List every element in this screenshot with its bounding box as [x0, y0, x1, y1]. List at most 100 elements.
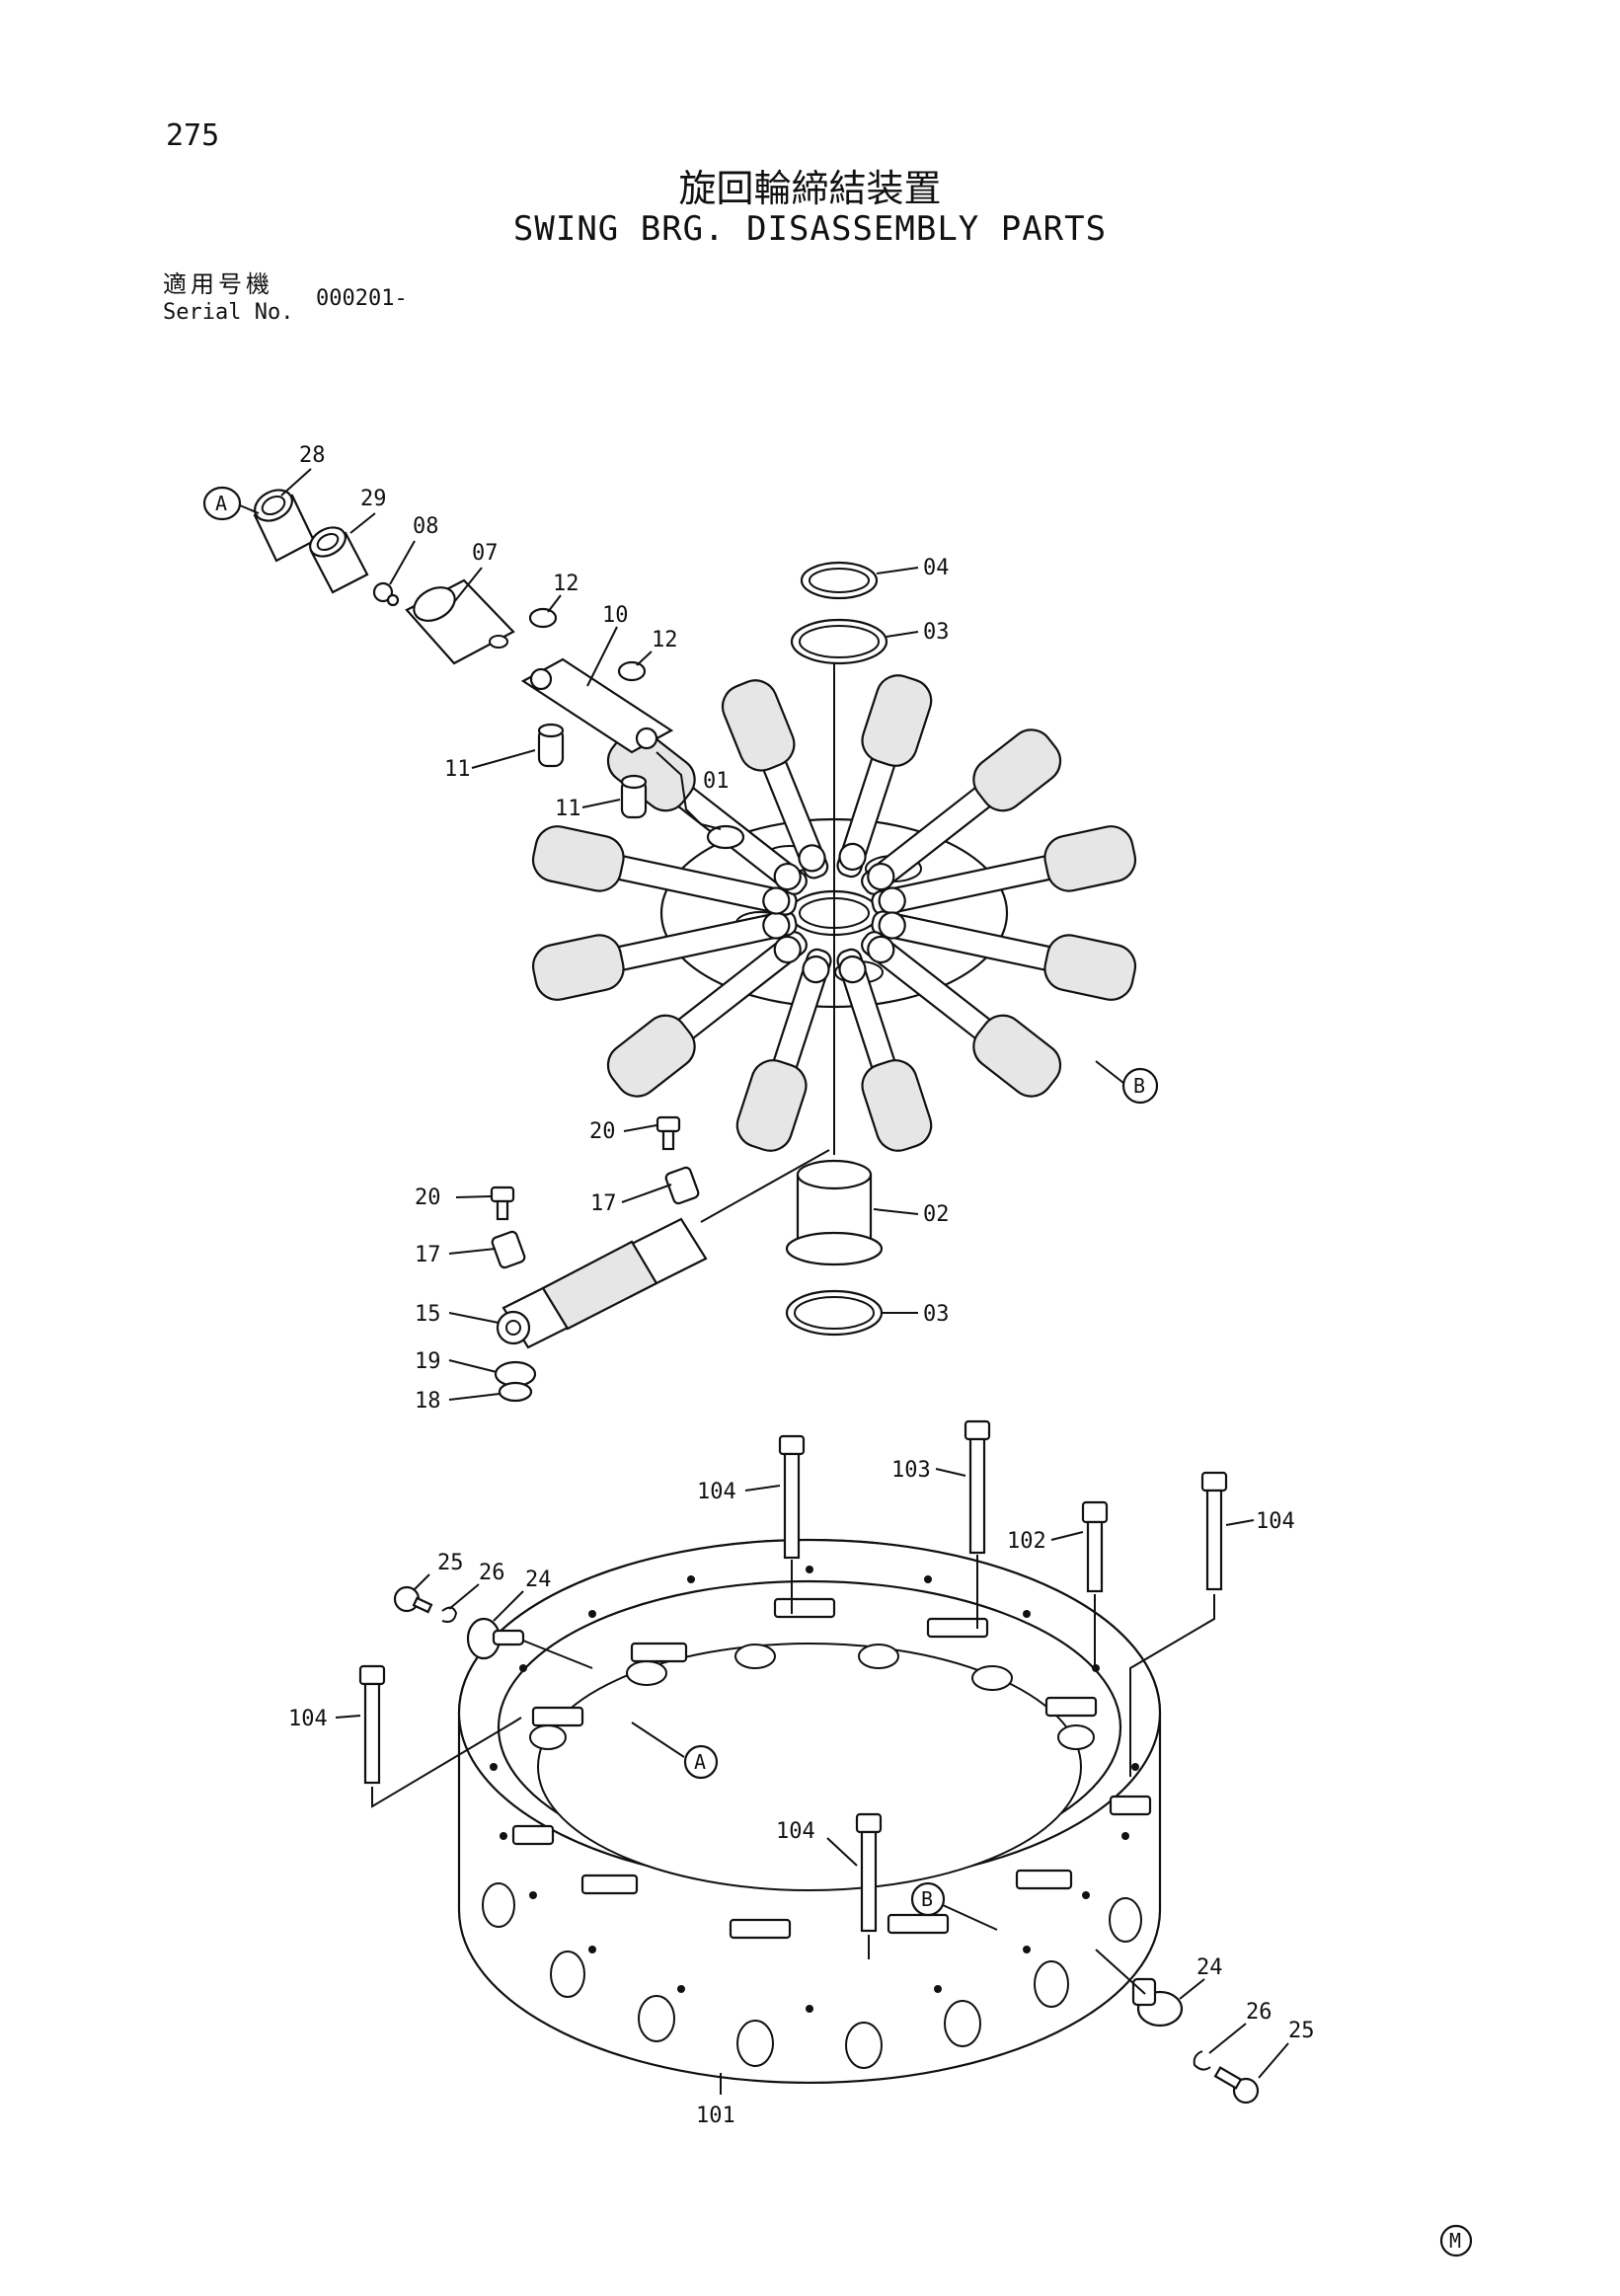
callout-25: 25 [1288, 2019, 1315, 2043]
part-101-swing-bearing-ring [457, 1538, 1162, 2085]
cylinder-arm [836, 948, 933, 1152]
page-title-english: SWING BRG. DISASSEMBLY PARTS [512, 209, 1108, 249]
leader-cylinder-to-hub [700, 1149, 830, 1223]
callout-24: 24 [525, 1568, 552, 1592]
leader-a-ring [631, 1722, 685, 1758]
callout-15: 15 [415, 1302, 441, 1327]
callout-20: 20 [589, 1119, 616, 1144]
serial-label-japanese: 適用号機 [163, 270, 273, 298]
callout-10: 10 [602, 603, 629, 628]
callout-19: 19 [415, 1349, 441, 1374]
callout-01: 01 [703, 769, 730, 794]
part-08-grease-nipple [372, 581, 400, 607]
part-24-pin [466, 1617, 525, 1660]
page-mark-circle [1439, 2224, 1473, 2258]
part-17-lock-plate [664, 1166, 700, 1205]
part-26-clip [441, 1606, 458, 1623]
callout-102: 102 [1007, 1529, 1046, 1554]
bolt-axis-line [1129, 1594, 1215, 1777]
callout-leaders [280, 468, 1289, 2095]
part-18-washer [498, 1381, 533, 1403]
part-29-bushing [309, 526, 369, 594]
leader-to-01 [656, 751, 722, 830]
reference-circle-b [1121, 1067, 1159, 1105]
callout-02: 02 [923, 1202, 950, 1227]
cylinder-arm [531, 910, 798, 1001]
callout-26: 26 [1246, 2000, 1273, 2025]
part-01-washer [706, 824, 745, 850]
reference-letter-b: B [1133, 1074, 1145, 1098]
part-15-cylinder [496, 1217, 708, 1349]
part-104-bolt [855, 1812, 883, 1933]
callout-03: 03 [923, 1302, 950, 1327]
reference-circle-a [683, 1744, 719, 1780]
callout-04: 04 [923, 556, 950, 580]
callout-28: 28 [299, 443, 326, 468]
part-26-clip [1193, 2050, 1211, 2071]
callout-104: 104 [288, 1707, 328, 1731]
part-07-pin [405, 578, 515, 665]
leader-24-to-ring [522, 1640, 593, 1669]
part-03-seal-ring-inner [799, 625, 880, 658]
callout-17: 17 [590, 1191, 617, 1216]
callout-104: 104 [776, 1819, 815, 1844]
part-104-bolt [358, 1664, 386, 1785]
callout-17: 17 [415, 1243, 441, 1267]
part-25-bolt [1213, 2066, 1260, 2105]
callout-03: 03 [923, 620, 950, 645]
callout-18: 18 [415, 1389, 441, 1414]
leader-24-to-ring [1095, 1949, 1146, 1995]
part-11-pin [620, 774, 648, 819]
part-17-lock-plate [491, 1230, 526, 1269]
part-10-link-plate [520, 657, 674, 754]
part-02-flanged-bushing [785, 1159, 884, 1266]
callout-29: 29 [360, 487, 387, 511]
leader-b-hub [1095, 1060, 1124, 1084]
page-title-japanese: 旋回輪締結装置 [678, 167, 942, 210]
callout-07: 07 [472, 541, 499, 566]
callout-104: 104 [697, 1480, 736, 1504]
reference-letter-b: B [921, 1887, 933, 1911]
part-104-bolt [778, 1434, 806, 1560]
cylinder-arm [861, 931, 1062, 1098]
cylinder-arm [861, 728, 1062, 895]
part-11-pin [537, 723, 565, 768]
callout-24: 24 [1196, 1955, 1223, 1980]
callout-11: 11 [444, 757, 471, 782]
callout-26: 26 [479, 1561, 505, 1585]
part-25-bolt [393, 1585, 433, 1614]
part-12-snap-ring [528, 607, 558, 629]
part-20-bolt [490, 1186, 515, 1221]
callout-08: 08 [413, 514, 439, 539]
leader-a-hub [239, 504, 260, 514]
callout-12: 12 [652, 628, 678, 652]
reference-circle-b [910, 1881, 946, 1917]
callout-20: 20 [415, 1186, 441, 1210]
part-28-bushing [253, 489, 316, 563]
callout-101: 101 [696, 2104, 735, 2128]
page-mark: M [1449, 2229, 1461, 2253]
callout-11: 11 [555, 797, 581, 821]
part-04-snap-ring-inner [809, 568, 870, 593]
part-24-pin [1131, 1977, 1184, 2028]
cylinder-arm [531, 825, 798, 916]
part-20-bolt [656, 1115, 681, 1151]
callout-25: 25 [437, 1551, 464, 1575]
callout-104: 104 [1256, 1509, 1295, 1534]
serial-label-english: Serial No. [163, 300, 294, 325]
cylinder-arm [735, 948, 832, 1152]
callout-103: 103 [891, 1458, 931, 1483]
serial-number-value: 000201- [316, 286, 408, 311]
reference-letter-a: A [694, 1750, 706, 1774]
part-03-seal-ring-lower-inner [794, 1296, 875, 1330]
part-102-bolt [1081, 1500, 1109, 1593]
part-12-snap-ring [617, 660, 647, 682]
bolt-axis-line [371, 1717, 522, 1808]
leader-b-ring [942, 1904, 998, 1931]
part-104-bolt [1200, 1471, 1228, 1591]
cylinder-arm [836, 674, 933, 879]
callout-12: 12 [553, 572, 579, 596]
reference-letter-a: A [215, 492, 227, 515]
cylinder-arm [606, 931, 808, 1098]
